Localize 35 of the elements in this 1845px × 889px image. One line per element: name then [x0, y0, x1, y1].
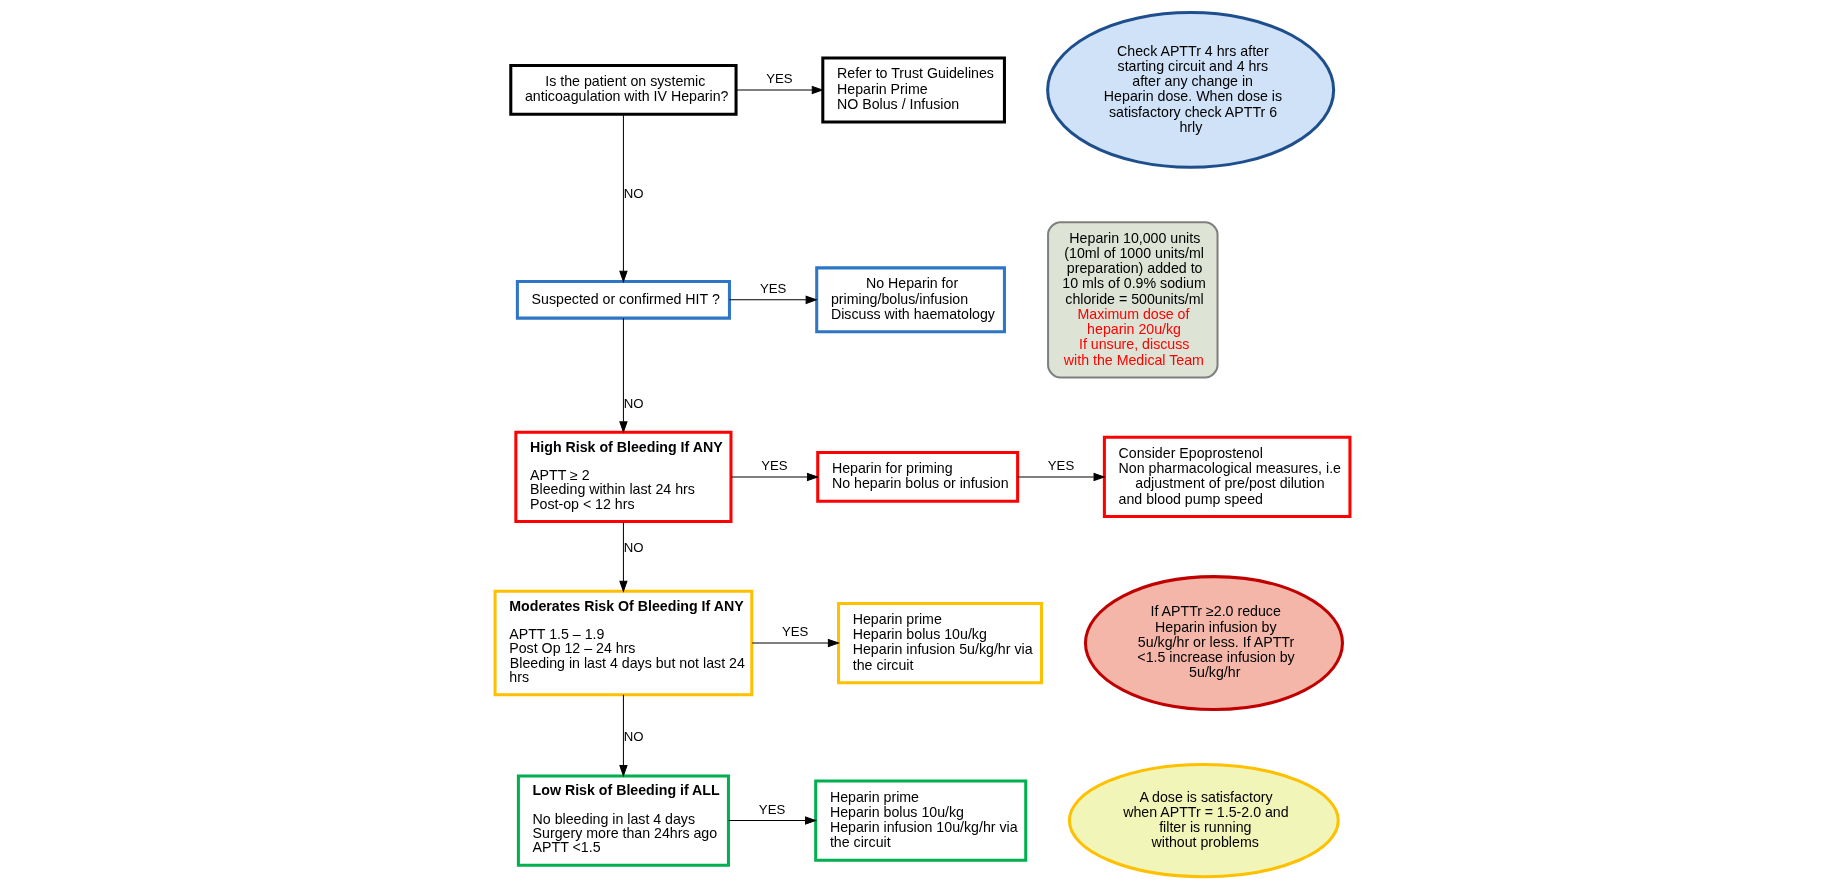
edge-label: YES [781, 624, 809, 640]
node-box: Is the patient on systemic anticoagulation with IV Heparin? [509, 64, 738, 116]
arrow [619, 113, 628, 283]
arrow [619, 317, 628, 434]
arrow [735, 85, 824, 95]
arrow [619, 521, 628, 593]
node-box: Consider Epoprostenol Non pharmacological measures, i.e adjustment of pre/post dilution and blood pump speed [1102, 435, 1352, 518]
arrow [730, 472, 820, 482]
edge-label: YES [761, 458, 788, 474]
node-box: Refer to Trust Guidelines Heparin Prime NO Bolus / Infusion [821, 56, 1006, 124]
node-box: Heparin prime Heparin bolus 10u/kg Heparin infusion 10u/kg/hr via the circuit [814, 779, 1028, 862]
node-box: High Risk of Bleeding If ANY APTT ≥ 2 Bleeding within last 24 hrs Post-op < 12 hrs [514, 430, 733, 524]
arrow [1017, 472, 1106, 482]
node-box: Moderates Risk Of Bleeding If ANY APTT 1.5 – 1.9 Post Op 12 – 24 hrs Bleeding in last 4 days but not last 24 hrs [493, 589, 754, 697]
node-box: Heparin prime Heparin bolus 10u/kg Heparin infusion 5u/kg/hr via the circuit [837, 602, 1043, 685]
node-box: Suspected or confirmed HIT ? [515, 280, 731, 320]
edge-label: NO [623, 728, 644, 744]
node-ellipse: If APTTr ≥2.0 reduce Heparin infusion by 5u/kg/hr or less. If APTTr <1.5 increase infusion by 5u/kg/hr [1083, 575, 1344, 712]
node-ellipse: Check APTTr 4 hrs after starting circuit and 4 hrs after any change in Heparin dose. When dose is satisfactory check APTTr 6 hrly [1046, 11, 1336, 169]
arrow [751, 638, 841, 648]
node-box: Heparin for priming No heparin bolus or infusion [816, 451, 1020, 503]
node-ellipse: A dose is satisfactory when APTTr = 1.5-2.0 and filter is running without problems [1067, 762, 1340, 879]
edge-label: YES [766, 71, 793, 87]
edge-label: YES [1047, 458, 1075, 474]
edge-label: NO [623, 396, 644, 412]
arrow [729, 295, 818, 305]
arrow [728, 816, 818, 825]
arrow [619, 694, 628, 778]
edge-label: NO [623, 186, 644, 202]
node-box: Low Risk of Bleeding if ALL No bleeding in last 4 days Surgery more than 24hrs ago APTT <1.5 [516, 774, 730, 867]
node-box: Heparin 10,000 units (10ml of 1000 units/ml preparation) added to 10 mls of 0.9% sodium chloride = 500units/ml Maximum dose of heparin 20u/kg If unsure, discuss with the Medical Team [1047, 221, 1219, 379]
node-box: No Heparin for priming/bolus/infusion Discuss with haematology [815, 266, 1006, 334]
edge-label: YES [759, 281, 787, 297]
edge-label: NO [623, 540, 644, 556]
edge-label: YES [758, 801, 786, 817]
